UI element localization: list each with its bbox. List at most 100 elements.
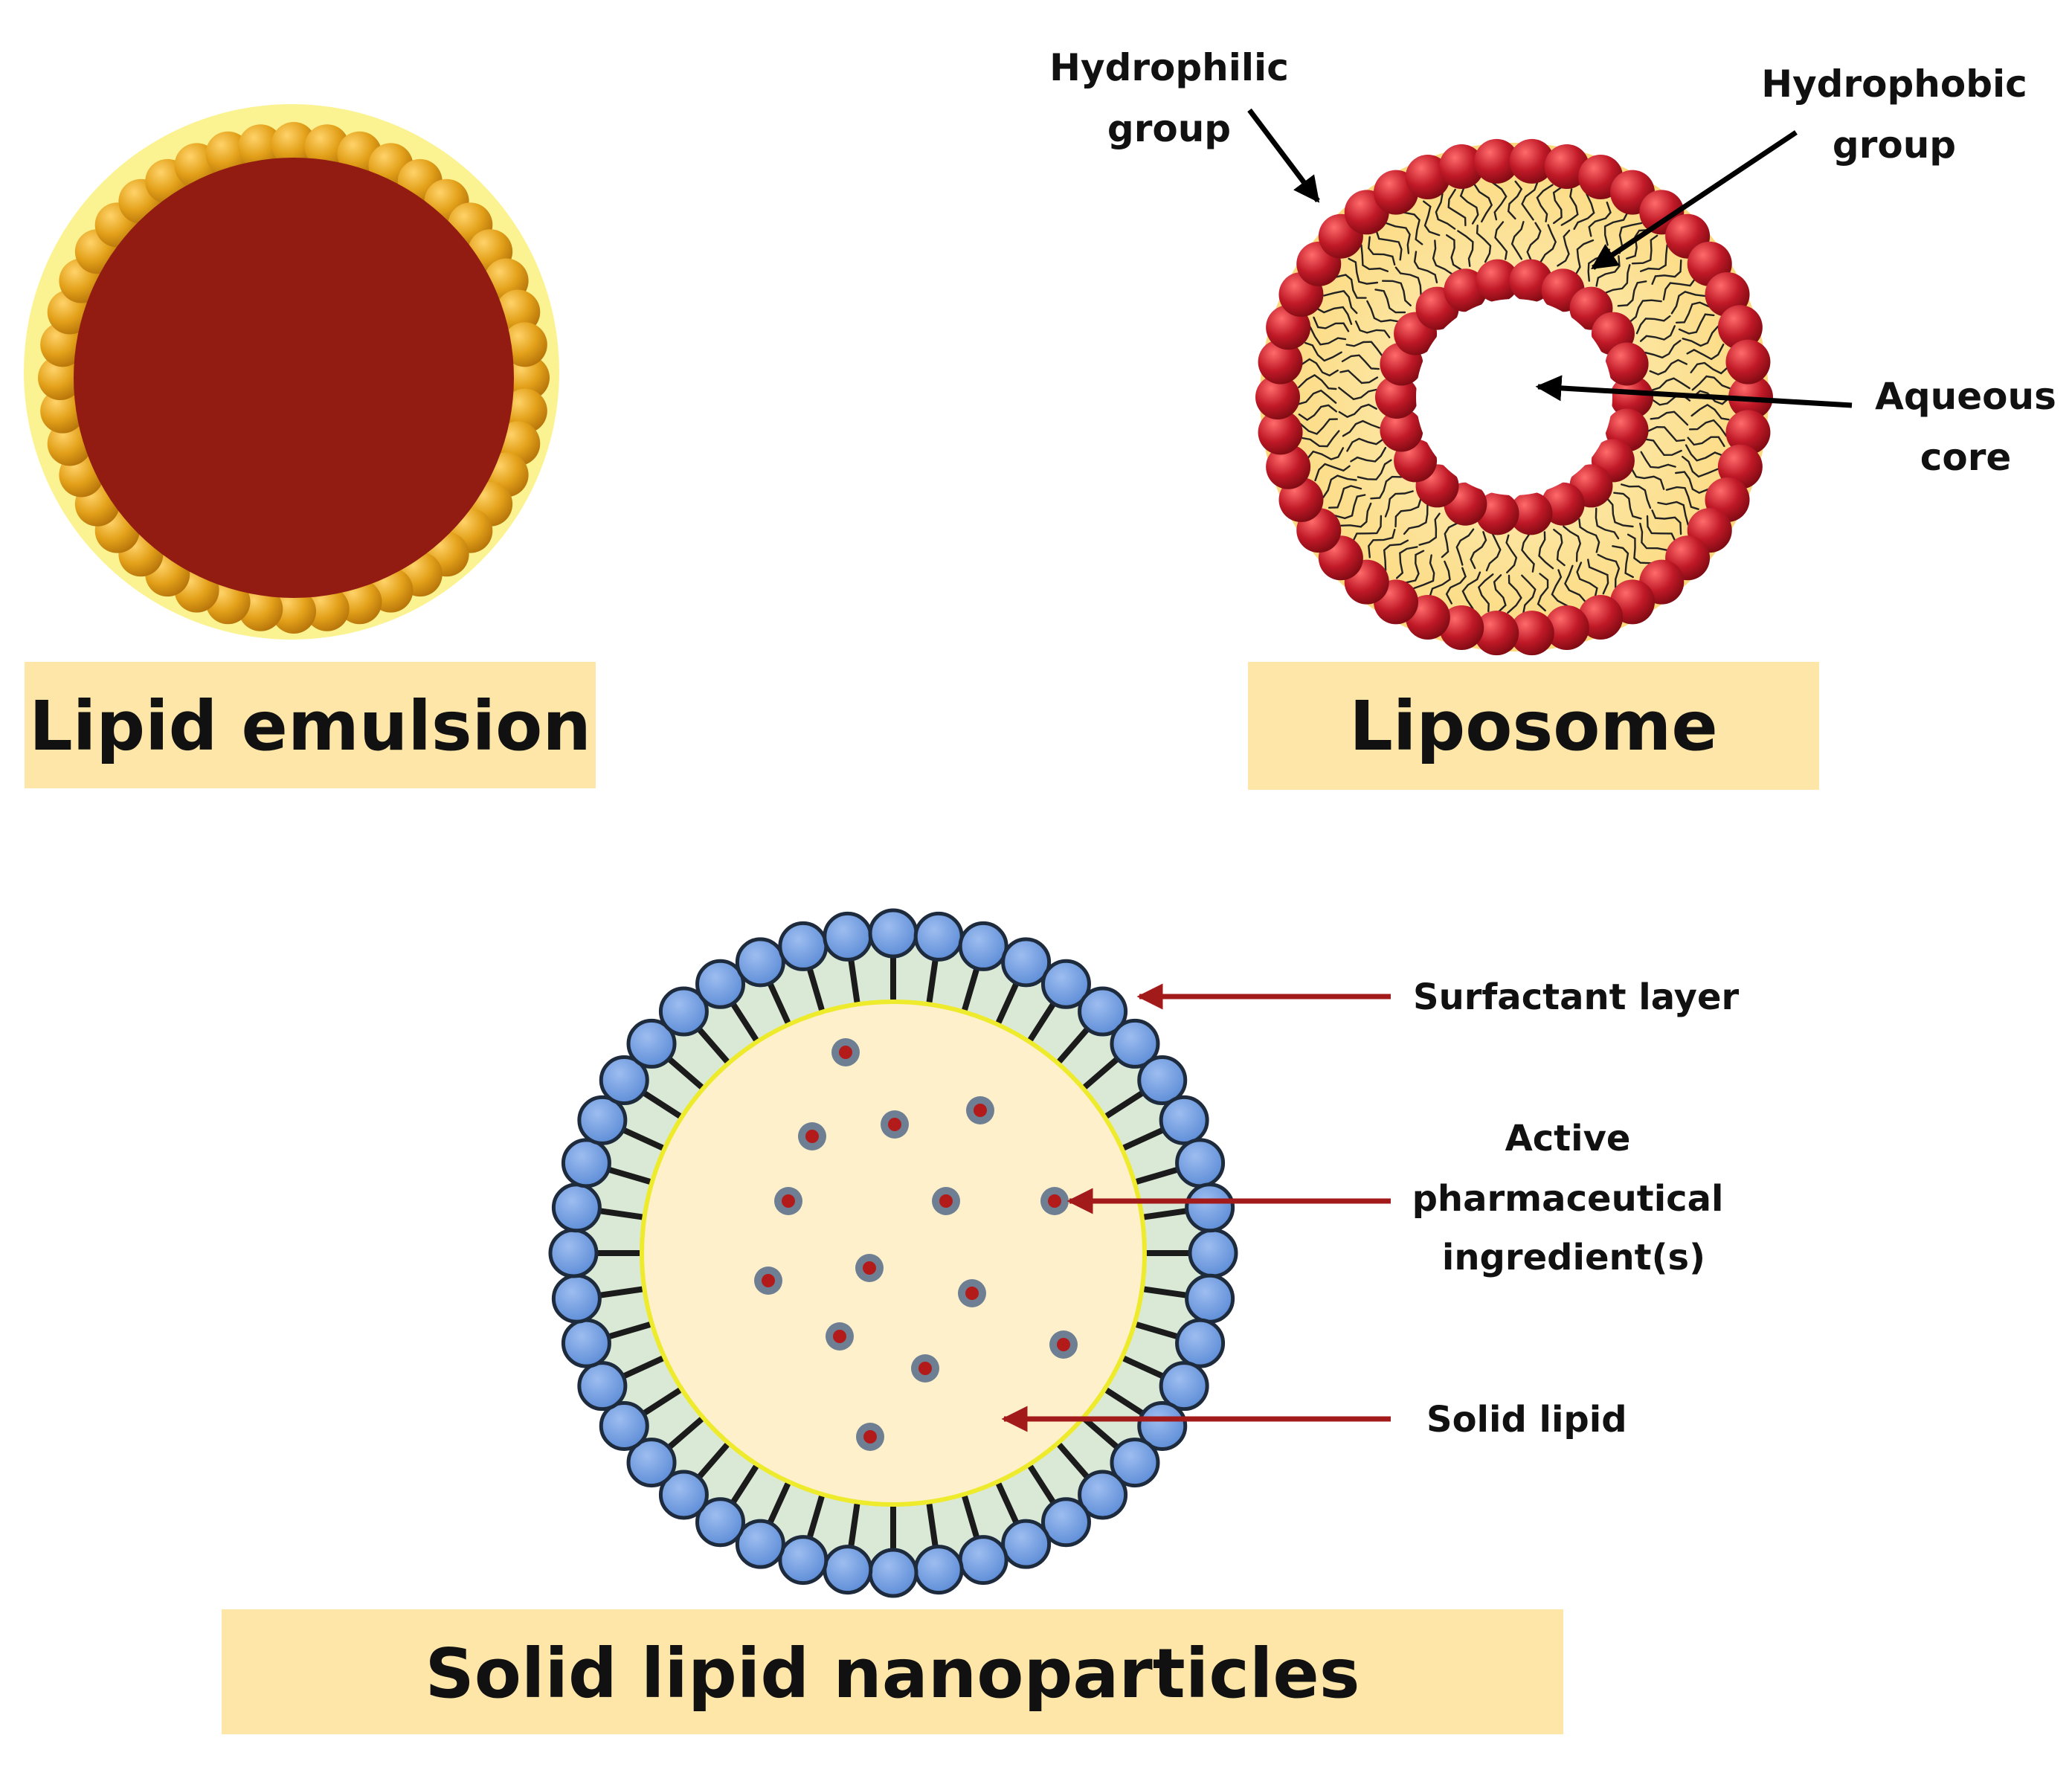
liposome-outer-tail: [1651, 259, 1682, 285]
sln-head-bead: [1188, 1228, 1238, 1278]
sln-head-bead: [695, 1497, 746, 1548]
liposome-inner-tail: [1470, 531, 1487, 570]
liposome-title-box: Liposome: [1248, 662, 1819, 790]
liposome-outer-tail: [1413, 554, 1435, 590]
drug-dot-inner: [965, 1287, 979, 1300]
liposome-outer-tail: [1537, 573, 1549, 612]
liposome-outer-tail: [1328, 485, 1362, 509]
liposome-inner-tail: [1345, 341, 1383, 357]
liposome-inner-tail: [1413, 251, 1438, 283]
sln-tail: [596, 1286, 645, 1298]
liposome-inner-tail: [1644, 339, 1682, 359]
liposome-callouts: Hydrophilic group Hydrophobic group Aque…: [1049, 46, 2056, 479]
liposome-outer-tail: [1597, 553, 1621, 589]
liposome-outer-tail: [1491, 181, 1508, 221]
sln-tail: [1056, 1442, 1091, 1481]
sln-particle: [548, 908, 1238, 1598]
liposome-outer-tail: [1687, 436, 1725, 448]
drug-dot-inner: [1057, 1338, 1070, 1351]
liposome-outer-tail: [1423, 200, 1441, 236]
liposome-aqueous-core: [1416, 299, 1612, 495]
liposome-particle: [1255, 138, 1773, 656]
liposome-outer-bead: [1266, 444, 1311, 489]
liposome-inner-tail: [1647, 425, 1685, 442]
liposome-outer-bead: [1258, 339, 1303, 384]
drug-dot-inner: [762, 1274, 775, 1287]
liposome-inner-tail: [1629, 299, 1662, 323]
sln-tail: [806, 1494, 825, 1542]
liposome-outer-tail: [1302, 430, 1340, 448]
hydrophobic-label-line2: group: [1833, 123, 1956, 167]
sln-tail: [1082, 1055, 1122, 1090]
liposome-inner-tail: [1649, 358, 1687, 376]
liposome-outer-tail: [1304, 341, 1342, 362]
liposome-outer-tail: [1646, 515, 1676, 542]
liposome-outer-bead: [1725, 339, 1771, 384]
liposome-outer-tail: [1521, 181, 1539, 221]
liposome-inner-bead: [1476, 259, 1519, 303]
liposome-outer-tail: [1403, 550, 1425, 584]
sln-tail: [926, 1502, 939, 1551]
liposome-inner-tail: [1553, 529, 1566, 567]
liposome-outer-tail: [1477, 573, 1494, 613]
sln-head-bead: [913, 1545, 964, 1595]
liposome-outer-tail: [1640, 244, 1668, 272]
liposome-outer-tail: [1339, 502, 1372, 528]
sln-tail: [996, 1481, 1020, 1527]
liposome-inner-tail: [1339, 370, 1379, 384]
sln-tail: [665, 1055, 704, 1090]
liposome-outer-tail: [1445, 567, 1467, 605]
sln-head-bead: [1185, 1273, 1235, 1324]
surfactant-label: Surfactant layer: [1413, 976, 1740, 1018]
sln-head-bead: [561, 1318, 611, 1368]
liposome-outer-tail: [1675, 301, 1711, 324]
sln-tail: [596, 1208, 645, 1220]
liposome-outer-tail: [1322, 474, 1357, 498]
sln-head-bead: [1159, 1361, 1209, 1412]
drug-dot-inner: [863, 1261, 876, 1275]
hydrophobic-arrow: [1591, 130, 1798, 270]
liposome-outer-bead: [1544, 144, 1589, 189]
sln-head-bead: [1110, 1438, 1160, 1488]
sln-head-bead: [577, 1095, 628, 1145]
liposome-outer-tail: [1473, 184, 1493, 223]
drug-dot-inner: [782, 1194, 795, 1208]
hydrophilic-label-line1: Hydrophilic: [1049, 46, 1289, 89]
sln-head-bead: [868, 908, 918, 959]
liposome-outer-tail: [1690, 361, 1729, 375]
liposome-outer-tail: [1313, 316, 1350, 332]
liposome-inner-tail: [1418, 512, 1441, 546]
emulsion-bead: [304, 586, 350, 631]
drug-dot-inner: [863, 1430, 877, 1443]
liposome-inner-bead: [1610, 376, 1653, 419]
liposome-outer-tail: [1333, 274, 1367, 299]
liposome-inner-tail: [1432, 239, 1453, 275]
liposome-inner-tail: [1595, 507, 1620, 540]
liposome-outer-tail: [1375, 230, 1403, 261]
liposome-outer-tail: [1459, 186, 1479, 225]
sln-head-bead: [658, 1470, 709, 1520]
liposome-inner-tail: [1651, 377, 1690, 391]
liposome-outer-tail: [1675, 471, 1711, 495]
sln-head-bead: [958, 921, 1008, 971]
liposome-outer-bead: [1439, 144, 1484, 189]
liposome-inner-bead: [1509, 492, 1553, 535]
active-label-line1: Active: [1505, 1118, 1631, 1159]
liposome-outer-tail: [1493, 574, 1507, 614]
drug-dot-inner: [1048, 1194, 1061, 1208]
liposome-outer-tail: [1306, 447, 1345, 460]
hydrophobic-label-line1: Hydrophobic: [1761, 62, 2027, 106]
sln-tail: [766, 979, 791, 1025]
liposome-inner-tail: [1382, 280, 1412, 306]
liposome-bilayer-fill: [1260, 143, 1769, 651]
sln-tail: [605, 1166, 652, 1185]
liposome-inner-tail: [1350, 446, 1387, 463]
liposome-outer-tail: [1691, 375, 1731, 391]
aqueous-arrow: [1535, 375, 1853, 408]
emulsion-bead: [271, 122, 316, 167]
liposome-outer-tail: [1298, 373, 1337, 390]
liposome-inner-tail: [1346, 437, 1384, 452]
sln-tail: [1142, 1286, 1191, 1298]
liposome-outer-tail: [1690, 403, 1730, 421]
liposome-inner-tail: [1617, 280, 1647, 307]
